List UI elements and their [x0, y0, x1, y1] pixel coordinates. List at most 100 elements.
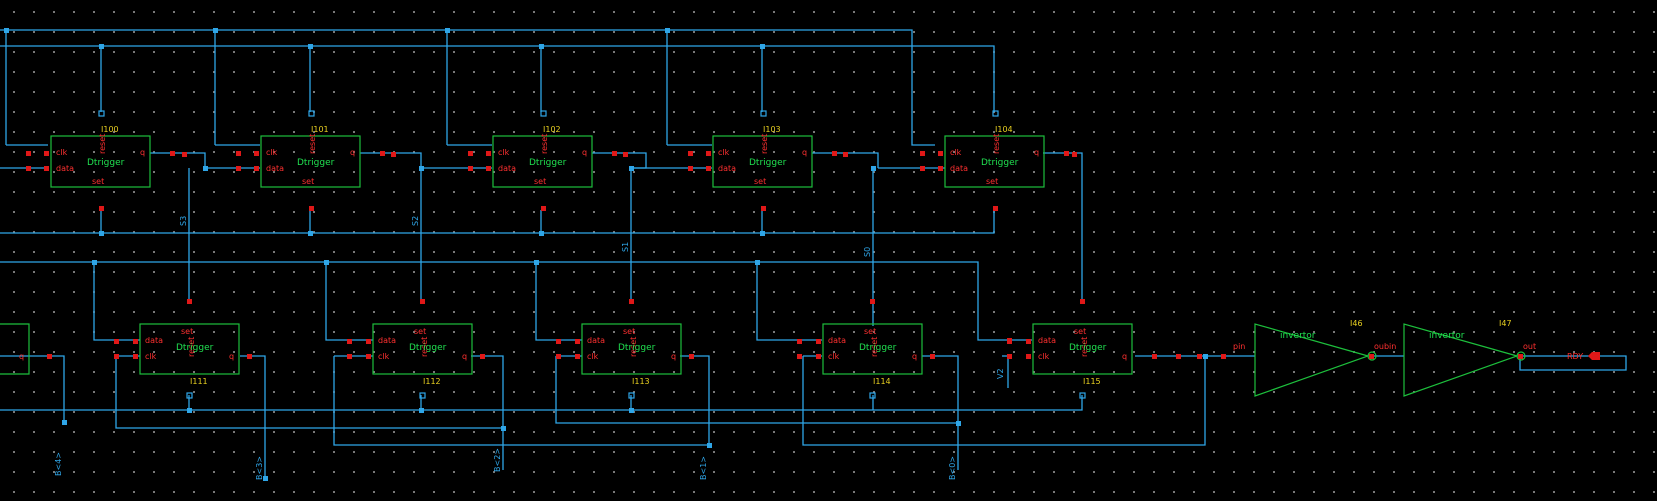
pin-label-clk: clk — [587, 352, 599, 361]
pin-label-q: q — [912, 352, 917, 361]
block-name: Dtrigger — [749, 158, 787, 168]
dtrigger-I102[interactable]: clk data q set reset Dtrigger I102 — [468, 110, 617, 211]
block-name: Dtrigger — [529, 158, 567, 168]
pin-label-data: data — [587, 336, 605, 345]
pin-label-q: q — [802, 148, 807, 157]
inverter-I46[interactable]: invertor I46 pin oubin — [1221, 319, 1396, 397]
net-label-b2: B<2> — [493, 448, 502, 472]
pin-label-reset: reset — [992, 134, 1001, 154]
dtrigger-I111[interactable]: data clk q set reset Dtrigger I111 — [114, 299, 252, 399]
dtrigger-I101[interactable]: clk data q set reset Dtrigger I101 — [236, 110, 385, 211]
instance-label: I113 — [632, 377, 650, 386]
pin-label-clk: clk — [145, 352, 157, 361]
net-label-b4: B<4> — [54, 452, 63, 476]
instance-label: I102 — [543, 125, 561, 134]
pin-label-data: data — [950, 164, 968, 173]
pin-label-set: set — [302, 177, 314, 186]
pin-label-reset: reset — [629, 337, 638, 357]
block-name: Dtrigger — [1069, 343, 1107, 353]
pin-label-reset: reset — [870, 337, 879, 357]
pin-label-data: data — [1038, 336, 1056, 345]
net-label-s1: S1 — [621, 242, 630, 252]
instance-label: I115 — [1083, 377, 1101, 386]
instance-label: I100 — [101, 125, 119, 134]
output-pin-rdy[interactable]: RDY — [1567, 352, 1600, 361]
pin-label-data: data — [828, 336, 846, 345]
pin-label-q: q — [19, 352, 24, 361]
wire-network[interactable] — [0, 29, 1627, 478]
pin-label-in: pin — [1233, 342, 1245, 351]
pin-label-q: q — [350, 148, 355, 157]
block-name: Dtrigger — [859, 343, 897, 353]
pin-label-clk: clk — [498, 148, 510, 157]
block-name: Dtrigger — [981, 158, 1019, 168]
pin-label-clk: clk — [828, 352, 840, 361]
pin-label-reset: reset — [1080, 337, 1089, 357]
net-label-b3: B<3> — [255, 456, 264, 480]
misc-pin-markers — [182, 152, 1202, 359]
pin-label-data: data — [378, 336, 396, 345]
dtrigger-I114[interactable]: data clk q set reset Dtrigger I114 — [797, 299, 935, 399]
instance-label: I112 — [423, 377, 441, 386]
pin-label-clk: clk — [718, 148, 730, 157]
pin-label-reset: reset — [308, 134, 317, 154]
block-name: Dtrigger — [176, 343, 214, 353]
instance-label: I47 — [1499, 319, 1512, 328]
inverter-name: invertor — [1280, 331, 1316, 341]
block-name: Dtrigger — [618, 343, 656, 353]
pin-label-clk: clk — [266, 148, 278, 157]
pin-label-set: set — [414, 327, 426, 336]
pin-label-set: set — [623, 327, 635, 336]
pin-label-q: q — [1034, 148, 1039, 157]
net-label-v2: V2 — [996, 368, 1005, 379]
pin-label-clk: clk — [1038, 352, 1050, 361]
dtrigger-I115[interactable]: data clk q set reset Dtrigger I115 — [1007, 299, 1157, 399]
dtrigger-I100[interactable]: clk data q set reset Dtrigger I100 — [26, 110, 175, 211]
instance-label: I104 — [995, 125, 1013, 134]
block-name: Dtrigger — [87, 158, 125, 168]
net-labels: S3 S2 S1 S0 V2 B<4> B<3> B<2> B<1> B<0> — [54, 216, 1005, 480]
instance-label: I114 — [873, 377, 891, 386]
net-label-b1: B<1> — [699, 456, 708, 480]
pin-label-clk: clk — [56, 148, 68, 157]
dtrigger-I104[interactable]: clk data q set reset Dtrigger I104 — [920, 110, 1069, 211]
dtrigger-I113[interactable]: data clk q set reset Dtrigger I113 — [556, 299, 694, 399]
pin-label-data: data — [718, 164, 736, 173]
instance-label: I103 — [763, 125, 781, 134]
dtrigger-partial[interactable]: q — [0, 323, 52, 375]
inverter-name: invertor — [1429, 331, 1465, 341]
pin-label-reset: reset — [187, 337, 196, 357]
inverter-I47[interactable]: invertor I47 out — [1403, 319, 1536, 397]
pin-label-q: q — [229, 352, 234, 361]
pin-label-reset: reset — [760, 134, 769, 154]
pin-label-data: data — [145, 336, 163, 345]
pin-label-set: set — [181, 327, 193, 336]
pin-label-set: set — [92, 177, 104, 186]
pin-label-set: set — [1074, 327, 1086, 336]
net-label-s2: S2 — [411, 216, 420, 226]
pin-label-set: set — [754, 177, 766, 186]
block-name: Dtrigger — [409, 343, 447, 353]
pin-label-q: q — [582, 148, 587, 157]
pin-label-clk: clk — [950, 148, 962, 157]
net-label-rdy: RDY — [1567, 352, 1583, 361]
dtrigger-I112[interactable]: data clk q set reset Dtrigger I112 — [347, 299, 485, 399]
instance-label: I101 — [311, 125, 329, 134]
pin-label-out: oubin — [1374, 342, 1396, 351]
block-name: Dtrigger — [297, 158, 335, 168]
dtrigger-I103[interactable]: clk data q set reset Dtrigger I103 — [688, 110, 837, 211]
pin-label-reset: reset — [420, 337, 429, 357]
pin-label-q: q — [1122, 352, 1127, 361]
pin-label-data: data — [498, 164, 516, 173]
net-label-s3: S3 — [179, 216, 188, 226]
pin-label-clk: clk — [378, 352, 390, 361]
junction-dots — [4, 28, 1208, 481]
pin-label-q: q — [671, 352, 676, 361]
pin-label-data: data — [266, 164, 284, 173]
pin-label-set: set — [864, 327, 876, 336]
instance-label: I46 — [1350, 319, 1363, 328]
pin-label-reset: reset — [540, 134, 549, 154]
net-label-s0: S0 — [863, 247, 872, 257]
